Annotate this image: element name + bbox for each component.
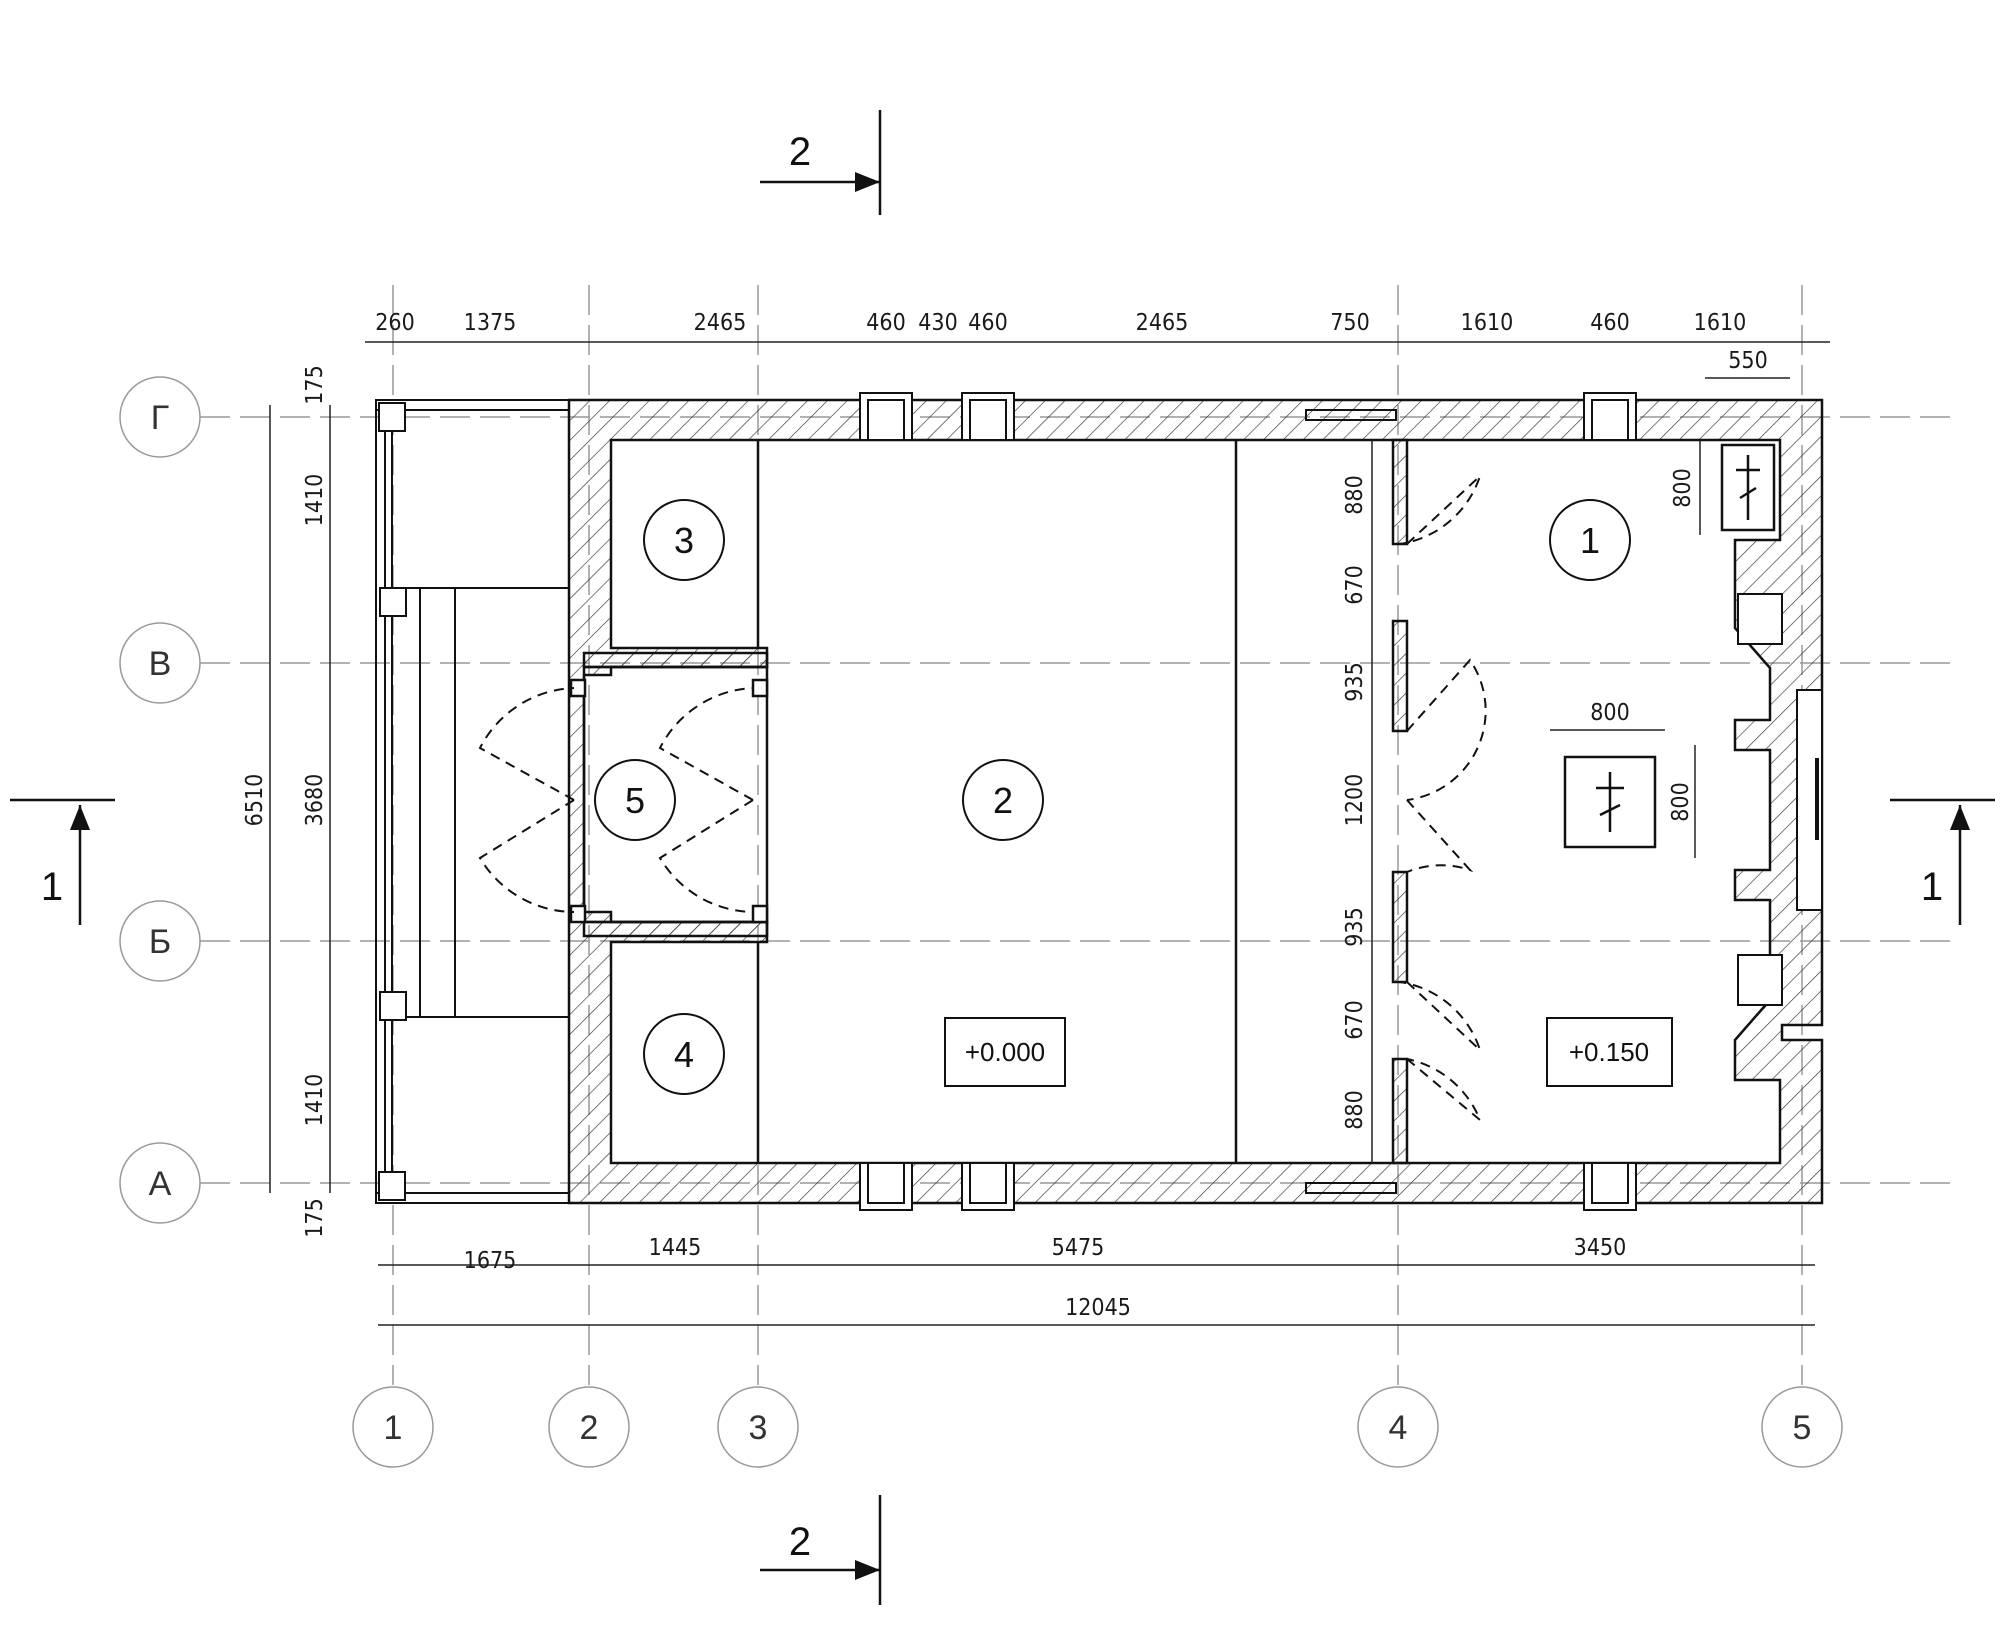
altar-table — [1563, 443, 1776, 849]
dim-partition-0: 880 — [1342, 475, 1368, 515]
table-dimension-values: 800 800 800 — [1590, 468, 1696, 822]
axis-col-5: 5 — [1793, 1409, 1812, 1447]
dim-left-0: 175 — [302, 365, 328, 405]
dim-left-4: 175 — [302, 1198, 328, 1238]
axis-row-a: А — [149, 1165, 172, 1203]
dim-top-9: 460 — [1590, 310, 1630, 336]
room-circles — [594, 499, 1631, 1095]
dim-top-0: 260 — [375, 310, 415, 336]
dim-bottom-1: 1445 — [649, 1235, 702, 1261]
dimension-lines — [269, 341, 1830, 1326]
axis-row-b: Б — [149, 923, 171, 961]
dim-left-3: 1410 — [302, 1074, 328, 1127]
dim-top-3: 460 — [866, 310, 906, 336]
dim-left-1: 1410 — [302, 474, 328, 527]
room-4-number: 4 — [674, 1034, 694, 1075]
dim-table-side: 800 — [1670, 468, 1696, 508]
axis-col-2: 2 — [580, 1409, 599, 1447]
axis-circles — [119, 376, 1843, 1468]
dim-bottom-3: 3450 — [1574, 1235, 1627, 1261]
dim-top-8: 1610 — [1461, 310, 1514, 336]
dim-top-5: 460 — [968, 310, 1008, 336]
dim-top-small: 550 — [1728, 348, 1768, 374]
dim-partition-3: 1200 — [1342, 774, 1368, 827]
axis-col-4: 4 — [1389, 1409, 1408, 1447]
porch — [375, 399, 570, 1204]
door-swings — [478, 472, 1487, 1121]
windows — [859, 392, 1823, 1211]
dim-bottom-2: 5475 — [1052, 1235, 1105, 1261]
axis-col-3: 3 — [749, 1409, 768, 1447]
room-5-number: 5 — [625, 780, 645, 821]
axis-col-1: 1 — [384, 1409, 403, 1447]
vestibule — [569, 651, 769, 938]
elevation-main: +0.000 — [965, 1037, 1045, 1067]
section-1-left-label: 1 — [41, 865, 63, 909]
dim-left-2: 3680 — [302, 774, 328, 827]
top-dimension-values: 260 1375 2465 460 430 460 2465 750 1610 … — [375, 310, 1768, 374]
section-2-bottom-label: 2 — [789, 1520, 811, 1564]
dim-table-top: 800 — [1590, 700, 1630, 726]
axis-row-v: В — [149, 645, 172, 683]
section-marks — [10, 110, 1995, 1605]
partition-dimension-values: 880 670 935 1200 935 670 880 — [1342, 475, 1368, 1130]
dim-top-6: 2465 — [1136, 310, 1189, 336]
room-3-number: 3 — [674, 520, 694, 561]
section-2-top-label: 2 — [789, 130, 811, 174]
room-1-number: 1 — [1580, 520, 1600, 561]
dim-partition-2: 935 — [1342, 662, 1368, 702]
dim-top-7: 750 — [1330, 310, 1370, 336]
dim-top-4: 430 — [918, 310, 958, 336]
room-2-number: 2 — [993, 780, 1013, 821]
dim-overall-width: 12045 — [1065, 1295, 1131, 1321]
dim-partition-4: 935 — [1342, 907, 1368, 947]
dim-top-2: 2465 — [694, 310, 747, 336]
partitions — [756, 440, 1238, 1163]
dim-partition-6: 880 — [1342, 1090, 1368, 1130]
elevation-altar: +0.150 — [1569, 1037, 1649, 1067]
axis-row-g: Г — [151, 399, 169, 437]
dim-table-right: 800 — [1668, 782, 1694, 822]
iconostasis — [1391, 438, 1409, 1165]
dim-partition-5: 670 — [1342, 1000, 1368, 1040]
axis-grid-lines — [200, 285, 1950, 1385]
dim-bottom-0: 1675 — [464, 1248, 517, 1274]
left-dimension-values: 6510 175 1410 3680 1410 175 — [242, 365, 328, 1238]
section-1-right-label: 1 — [1921, 865, 1943, 909]
dim-top-1: 1375 — [464, 310, 517, 336]
dim-partition-1: 670 — [1342, 565, 1368, 605]
bottom-dimension-values: 1675 1445 5475 3450 12045 — [464, 1235, 1627, 1321]
elevation-boxes — [944, 1017, 1673, 1087]
dim-top-10: 1610 — [1694, 310, 1747, 336]
dim-left-overall: 6510 — [242, 774, 268, 827]
